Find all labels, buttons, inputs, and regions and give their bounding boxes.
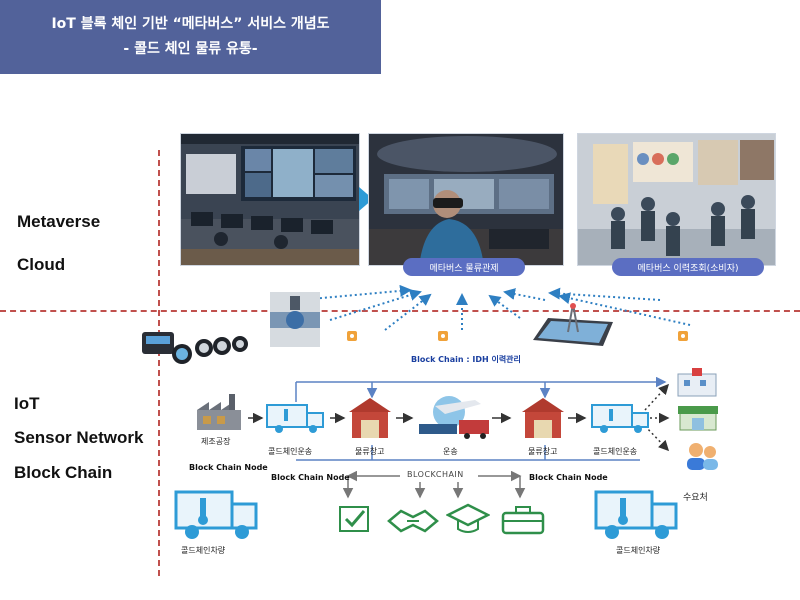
title-box: IoT 블록 체인 기반 “메타버스” 서비스 개념도 - 콜드 체인 물류 유… xyxy=(0,0,381,74)
tablet-tower-icon xyxy=(533,303,613,346)
label-transport: 운송 xyxy=(443,447,458,456)
warehouse-icon-1 xyxy=(349,398,391,438)
label-warehouse-2: 물류창고 xyxy=(528,447,558,456)
layer-label-cloud: Cloud xyxy=(17,255,66,274)
label-blockchain-node-3: Block Chain Node xyxy=(529,473,608,482)
label-transport-1: 콜드체인운송 xyxy=(268,447,313,456)
cold-chain-vehicle-icon-right xyxy=(594,490,678,539)
label-blockchain-node-2: Block Chain Node xyxy=(271,473,350,482)
horizontal-divider xyxy=(0,310,800,312)
label-transport-2: 콜드체인운송 xyxy=(593,447,638,456)
tag-sensor-icon-2 xyxy=(438,331,448,341)
vertical-divider xyxy=(158,150,160,576)
graduation-cap-icon xyxy=(446,503,490,533)
layer-label-block-chain: Block Chain xyxy=(14,463,113,482)
vr-control-photo xyxy=(368,133,564,266)
transport-modes-icon xyxy=(419,396,489,439)
tag-sensor-icon-1 xyxy=(347,331,357,341)
label-consumer: 수요처 xyxy=(683,493,708,503)
title-line-1: IoT 블록 체인 기반 “메타버스” 서비스 개념도 xyxy=(51,16,330,32)
label-blockchain-node-1: Block Chain Node xyxy=(189,463,268,472)
metaverse-history-photo xyxy=(577,133,776,266)
pipe-sensor-icon xyxy=(270,292,320,347)
sensor-devices-icon xyxy=(142,332,248,364)
caption-metaverse-control: 메타버스 물류관제 xyxy=(403,258,525,276)
handshake-icon xyxy=(387,509,439,533)
arrow-right-icon xyxy=(359,187,373,211)
store-icon xyxy=(678,406,718,431)
tag-sensor-icon-3 xyxy=(678,331,688,341)
control-room-illustration xyxy=(181,134,359,265)
cold-chain-truck-icon-2 xyxy=(591,404,649,433)
blockchain-idh-label: Block Chain : IDH 이력관리 xyxy=(411,355,521,364)
label-factory: 제조공장 xyxy=(201,437,231,446)
label-warehouse-1: 물류창고 xyxy=(355,447,385,456)
hospital-icon xyxy=(677,368,717,397)
briefcase-icon xyxy=(501,506,545,535)
label-vehicle-left: 콜드체인차량 xyxy=(181,546,226,555)
warehouse-icon-2 xyxy=(522,398,564,438)
control-room-photo xyxy=(180,133,360,266)
vr-control-illustration xyxy=(369,134,563,265)
checklist-icon xyxy=(339,506,369,532)
label-vehicle-right: 콜드체인차량 xyxy=(616,546,661,555)
title-line-2: - 콜드 체인 물류 유통- xyxy=(123,41,258,57)
caption-metaverse-history: 메타버스 이력조회(소비자) xyxy=(612,258,764,276)
cold-chain-truck-icon-1 xyxy=(266,404,324,433)
consumers-icon xyxy=(687,443,718,470)
blockchain-center-label: BLOCKCHAIN xyxy=(407,470,464,479)
layer-label-metaverse: Metaverse xyxy=(17,212,101,231)
layer-label-sensor-network: Sensor Network xyxy=(14,428,144,447)
factory-icon xyxy=(197,394,241,430)
cold-chain-vehicle-icon-left xyxy=(174,490,258,539)
layer-label-iot: IoT xyxy=(14,394,40,413)
